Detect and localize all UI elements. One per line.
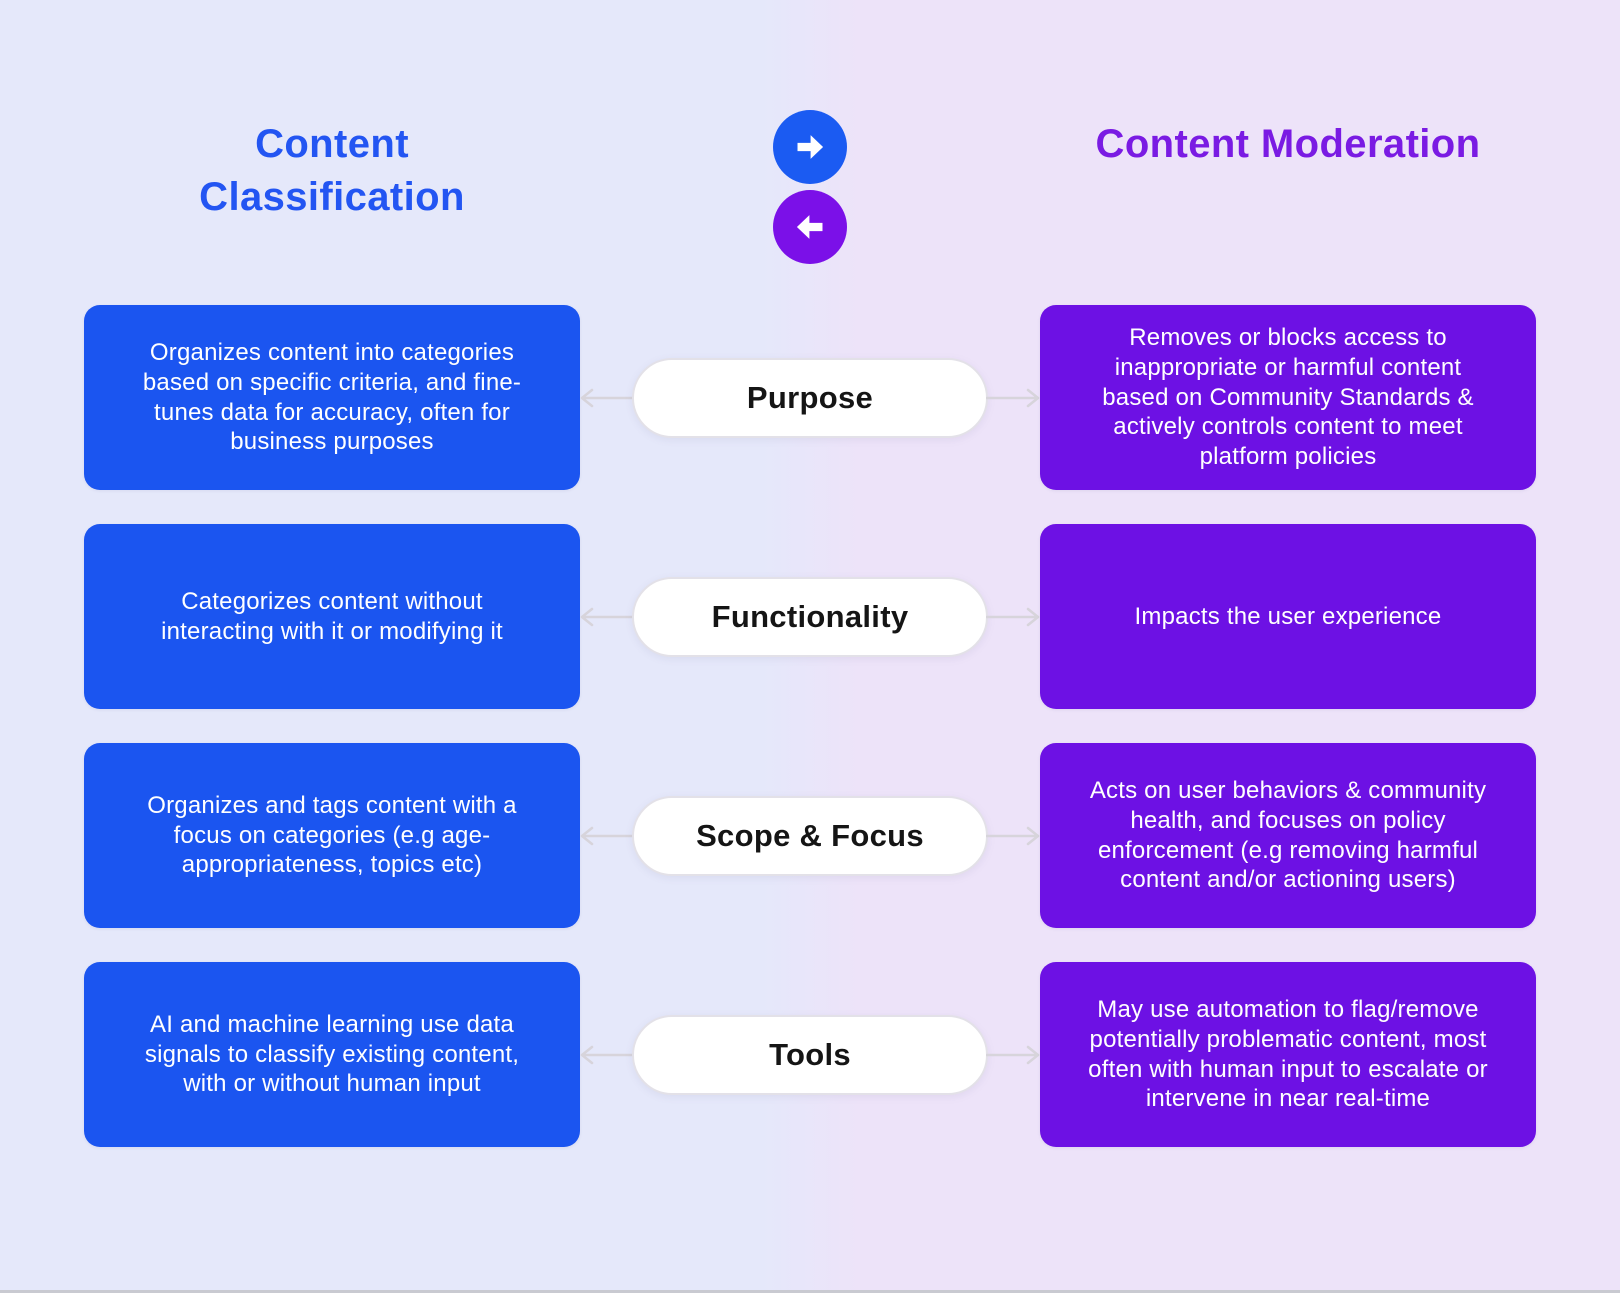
- row-label-pill: Tools: [632, 1014, 988, 1095]
- arrow-left-icon: [773, 190, 847, 264]
- arrow-right-icon: [986, 1045, 1040, 1064]
- arrow-left-icon: [580, 1045, 634, 1064]
- row-label-pill: Scope & Focus: [632, 795, 988, 876]
- comparison-row-purpose: Organizes content into categories based …: [0, 305, 1620, 490]
- right-column-title: Content Moderation: [1095, 122, 1481, 166]
- swap-forward-badge: [773, 110, 847, 184]
- swap-back-badge: [773, 190, 847, 264]
- moderation-box: Acts on user behaviors & community healt…: [1040, 743, 1536, 928]
- arrow-left-icon: [580, 607, 634, 626]
- row-label-pill: Purpose: [632, 357, 988, 438]
- classification-box: Organizes and tags content with a focus …: [84, 743, 580, 928]
- moderation-box: May use automation to flag/remove potent…: [1040, 962, 1536, 1147]
- arrow-right-icon: [986, 388, 1040, 407]
- arrow-left-icon: [580, 388, 634, 407]
- row-label-pill: Functionality: [632, 576, 988, 657]
- left-column-title: Content Classification: [199, 122, 465, 219]
- comparison-row-tools: AI and machine learning use data signals…: [0, 962, 1620, 1147]
- arrow-right-icon: [986, 607, 1040, 626]
- arrow-right-icon: [773, 110, 847, 184]
- moderation-box: Impacts the user experience: [1040, 524, 1536, 709]
- arrow-left-icon: [580, 826, 634, 845]
- comparison-row-scope-focus: Organizes and tags content with a focus …: [0, 743, 1620, 928]
- classification-box: AI and machine learning use data signals…: [84, 962, 580, 1147]
- arrow-right-icon: [986, 826, 1040, 845]
- classification-box: Organizes content into categories based …: [84, 305, 580, 490]
- classification-box: Categorizes content without interacting …: [84, 524, 580, 709]
- comparison-row-functionality: Categorizes content without interacting …: [0, 524, 1620, 709]
- moderation-box: Removes or blocks access to inappropriat…: [1040, 305, 1536, 490]
